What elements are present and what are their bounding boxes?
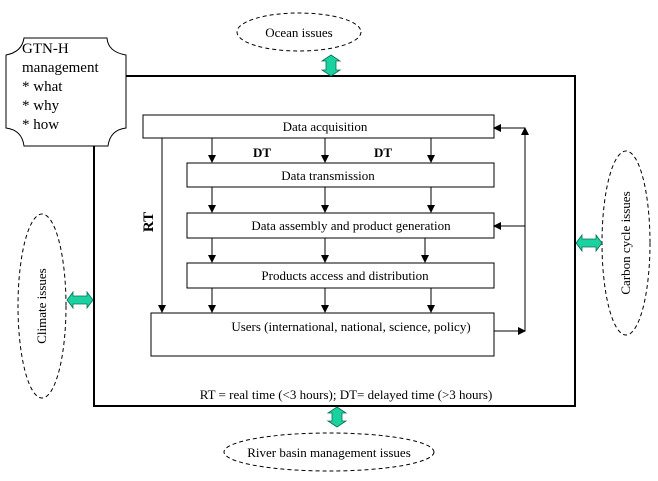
management-item: * why <box>22 98 60 114</box>
dt-label-left: DT <box>253 145 271 160</box>
flow-arrows <box>158 124 526 335</box>
climate-connector-icon <box>66 290 94 310</box>
climate-issues-ellipse <box>17 213 67 399</box>
management-text: GTN-H management * what * why * how <box>22 40 99 135</box>
dt-label-right: DT <box>374 145 392 160</box>
river-issues-label: River basin management issues <box>247 445 411 460</box>
legend-text: RT = real time (<3 hours); DT= delayed t… <box>200 387 493 402</box>
ocean-connector-icon <box>320 54 342 77</box>
rt-label: RT <box>141 212 157 232</box>
box-users <box>150 312 495 357</box>
management-item: * what <box>22 79 63 95</box>
ocean-issues-ellipse <box>236 12 362 52</box>
system-boundary <box>93 75 576 407</box>
box-label-acquisition: Data acquisition <box>283 119 368 134</box>
management-box-shape <box>5 37 127 147</box>
management-subtitle: management <box>22 60 99 76</box>
box-data-transmission <box>186 162 495 188</box>
river-issues-ellipse <box>223 432 435 472</box>
river-connector-icon <box>326 406 348 428</box>
box-products-access <box>186 262 495 289</box>
ocean-issues-label: Ocean issues <box>265 25 333 40</box>
management-title: GTN-H <box>22 41 69 57</box>
box-label-assembly: Data assembly and product generation <box>251 218 451 233</box>
management-item: * how <box>22 117 60 133</box>
carbon-connector-icon <box>575 233 603 253</box>
box-label-transmission: Data transmission <box>281 168 375 183</box>
box-label-users: Users (international, national, science,… <box>231 319 470 334</box>
climate-issues-label: Climate issues <box>34 268 49 343</box>
box-label-products: Products access and distribution <box>261 268 429 283</box>
carbon-issues-label: Carbon cycle issues <box>618 191 633 294</box>
